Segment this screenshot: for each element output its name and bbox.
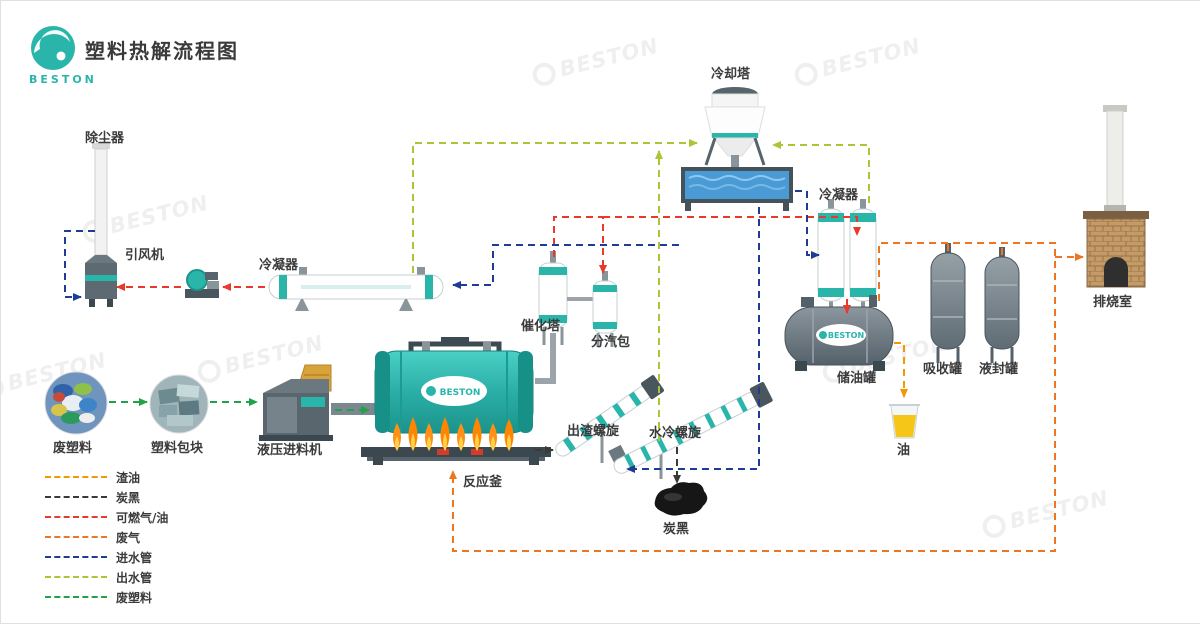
reactor: BESTON [361, 337, 551, 465]
legend-label: 渣油 [116, 470, 141, 485]
cooling-tower [704, 87, 766, 169]
legend-label: 进水管 [116, 550, 153, 565]
legend-label: 废塑料 [116, 590, 153, 605]
slag-screw [555, 375, 664, 463]
legend-swatch [45, 576, 107, 578]
flow-oilgas-to-condensers [603, 216, 861, 236]
label-oil: 油 [897, 443, 911, 458]
dust-collector [85, 143, 117, 307]
flow-oil-to-beaker [894, 342, 908, 398]
legend-label: 废气 [116, 530, 141, 545]
label-cooling-tower: 冷却塔 [711, 67, 751, 82]
legend-label: 可燃气/油 [116, 510, 169, 525]
draft-fan [185, 269, 219, 298]
flames [393, 417, 514, 451]
label-liquid-seal-tank: 液封罐 [979, 362, 1019, 377]
legend-label: 出水管 [116, 570, 153, 585]
legend: 渣油炭黑可燃气/油废气进水管出水管废塑料 [45, 467, 168, 607]
legend-swatch [45, 536, 107, 538]
oil-beaker [889, 404, 920, 439]
label-condenser-left: 冷凝器 [259, 258, 299, 273]
oil-storage-tank: BESTON [784, 295, 894, 371]
label-burning-room: 排烧室 [1093, 295, 1133, 310]
label-steam-separator: 分汽包 [591, 335, 631, 350]
hydraulic-feeder [259, 364, 375, 441]
reactor-logo-text: BESTON [440, 388, 481, 398]
page-title: 塑料热解流程图 [85, 39, 239, 63]
legend-swatch [45, 556, 107, 558]
plastic-bales-image [149, 374, 209, 434]
legend-item: 渣油 [45, 467, 168, 487]
label-carbon-black: 炭黑 [663, 522, 690, 537]
legend-swatch [45, 476, 107, 478]
carbon-black-pile [654, 482, 708, 516]
legend-label: 炭黑 [116, 490, 141, 505]
legend-item: 可燃气/油 [45, 507, 168, 527]
burning-room [1083, 105, 1149, 288]
legend-item: 废塑料 [45, 587, 168, 607]
legend-swatch [45, 516, 107, 518]
brand-name: BESTON [29, 73, 97, 86]
legend-item: 废气 [45, 527, 168, 547]
catalytic-tower [535, 251, 568, 384]
waste-plastic-image [44, 371, 108, 435]
condenser-left [268, 267, 444, 311]
label-condenser-right: 冷凝器 [819, 188, 859, 203]
label-draft-fan: 引风机 [125, 248, 165, 263]
label-waste-plastic: 废塑料 [53, 441, 93, 456]
legend-swatch [45, 596, 107, 598]
label-catalytic-tower: 催化塔 [521, 319, 561, 334]
flow-water-in-right-condensers [795, 190, 820, 259]
label-reactor: 反应釜 [463, 475, 503, 490]
label-slag-screw: 出渣螺旋 [567, 424, 620, 439]
flow-oilgas-catalytic-to-separator [553, 216, 607, 274]
water-pool [681, 167, 793, 211]
steam-separator [567, 271, 618, 347]
label-absorption-tank: 吸收罐 [923, 362, 963, 377]
flow-water-in-left-condenser [452, 244, 679, 289]
liquid-seal-tank [984, 247, 1020, 363]
legend-item: 炭黑 [45, 487, 168, 507]
flow-gas-recycle-loop [449, 242, 1056, 552]
tank-logo-text: BESTON [828, 331, 864, 340]
legend-item: 进水管 [45, 547, 168, 567]
label-oil-tank: 储油罐 [837, 371, 877, 386]
legend-swatch [45, 496, 107, 498]
flow-water-in-dustcollector [64, 230, 95, 301]
label-water-cooling-screw: 水冷螺旋 [649, 426, 702, 441]
legend-item: 出水管 [45, 567, 168, 587]
label-plastic-bales: 塑料包块 [151, 441, 204, 456]
absorption-tank [930, 243, 966, 363]
water-cooling-screw [608, 382, 773, 479]
label-dust-collector: 除尘器 [85, 131, 125, 146]
label-hydraulic-feeder: 液压进料机 [257, 443, 323, 458]
brand-logo-icon [31, 26, 75, 70]
flow-water-out-right-condensers [772, 141, 870, 203]
flow-water-in-screw [626, 207, 760, 473]
